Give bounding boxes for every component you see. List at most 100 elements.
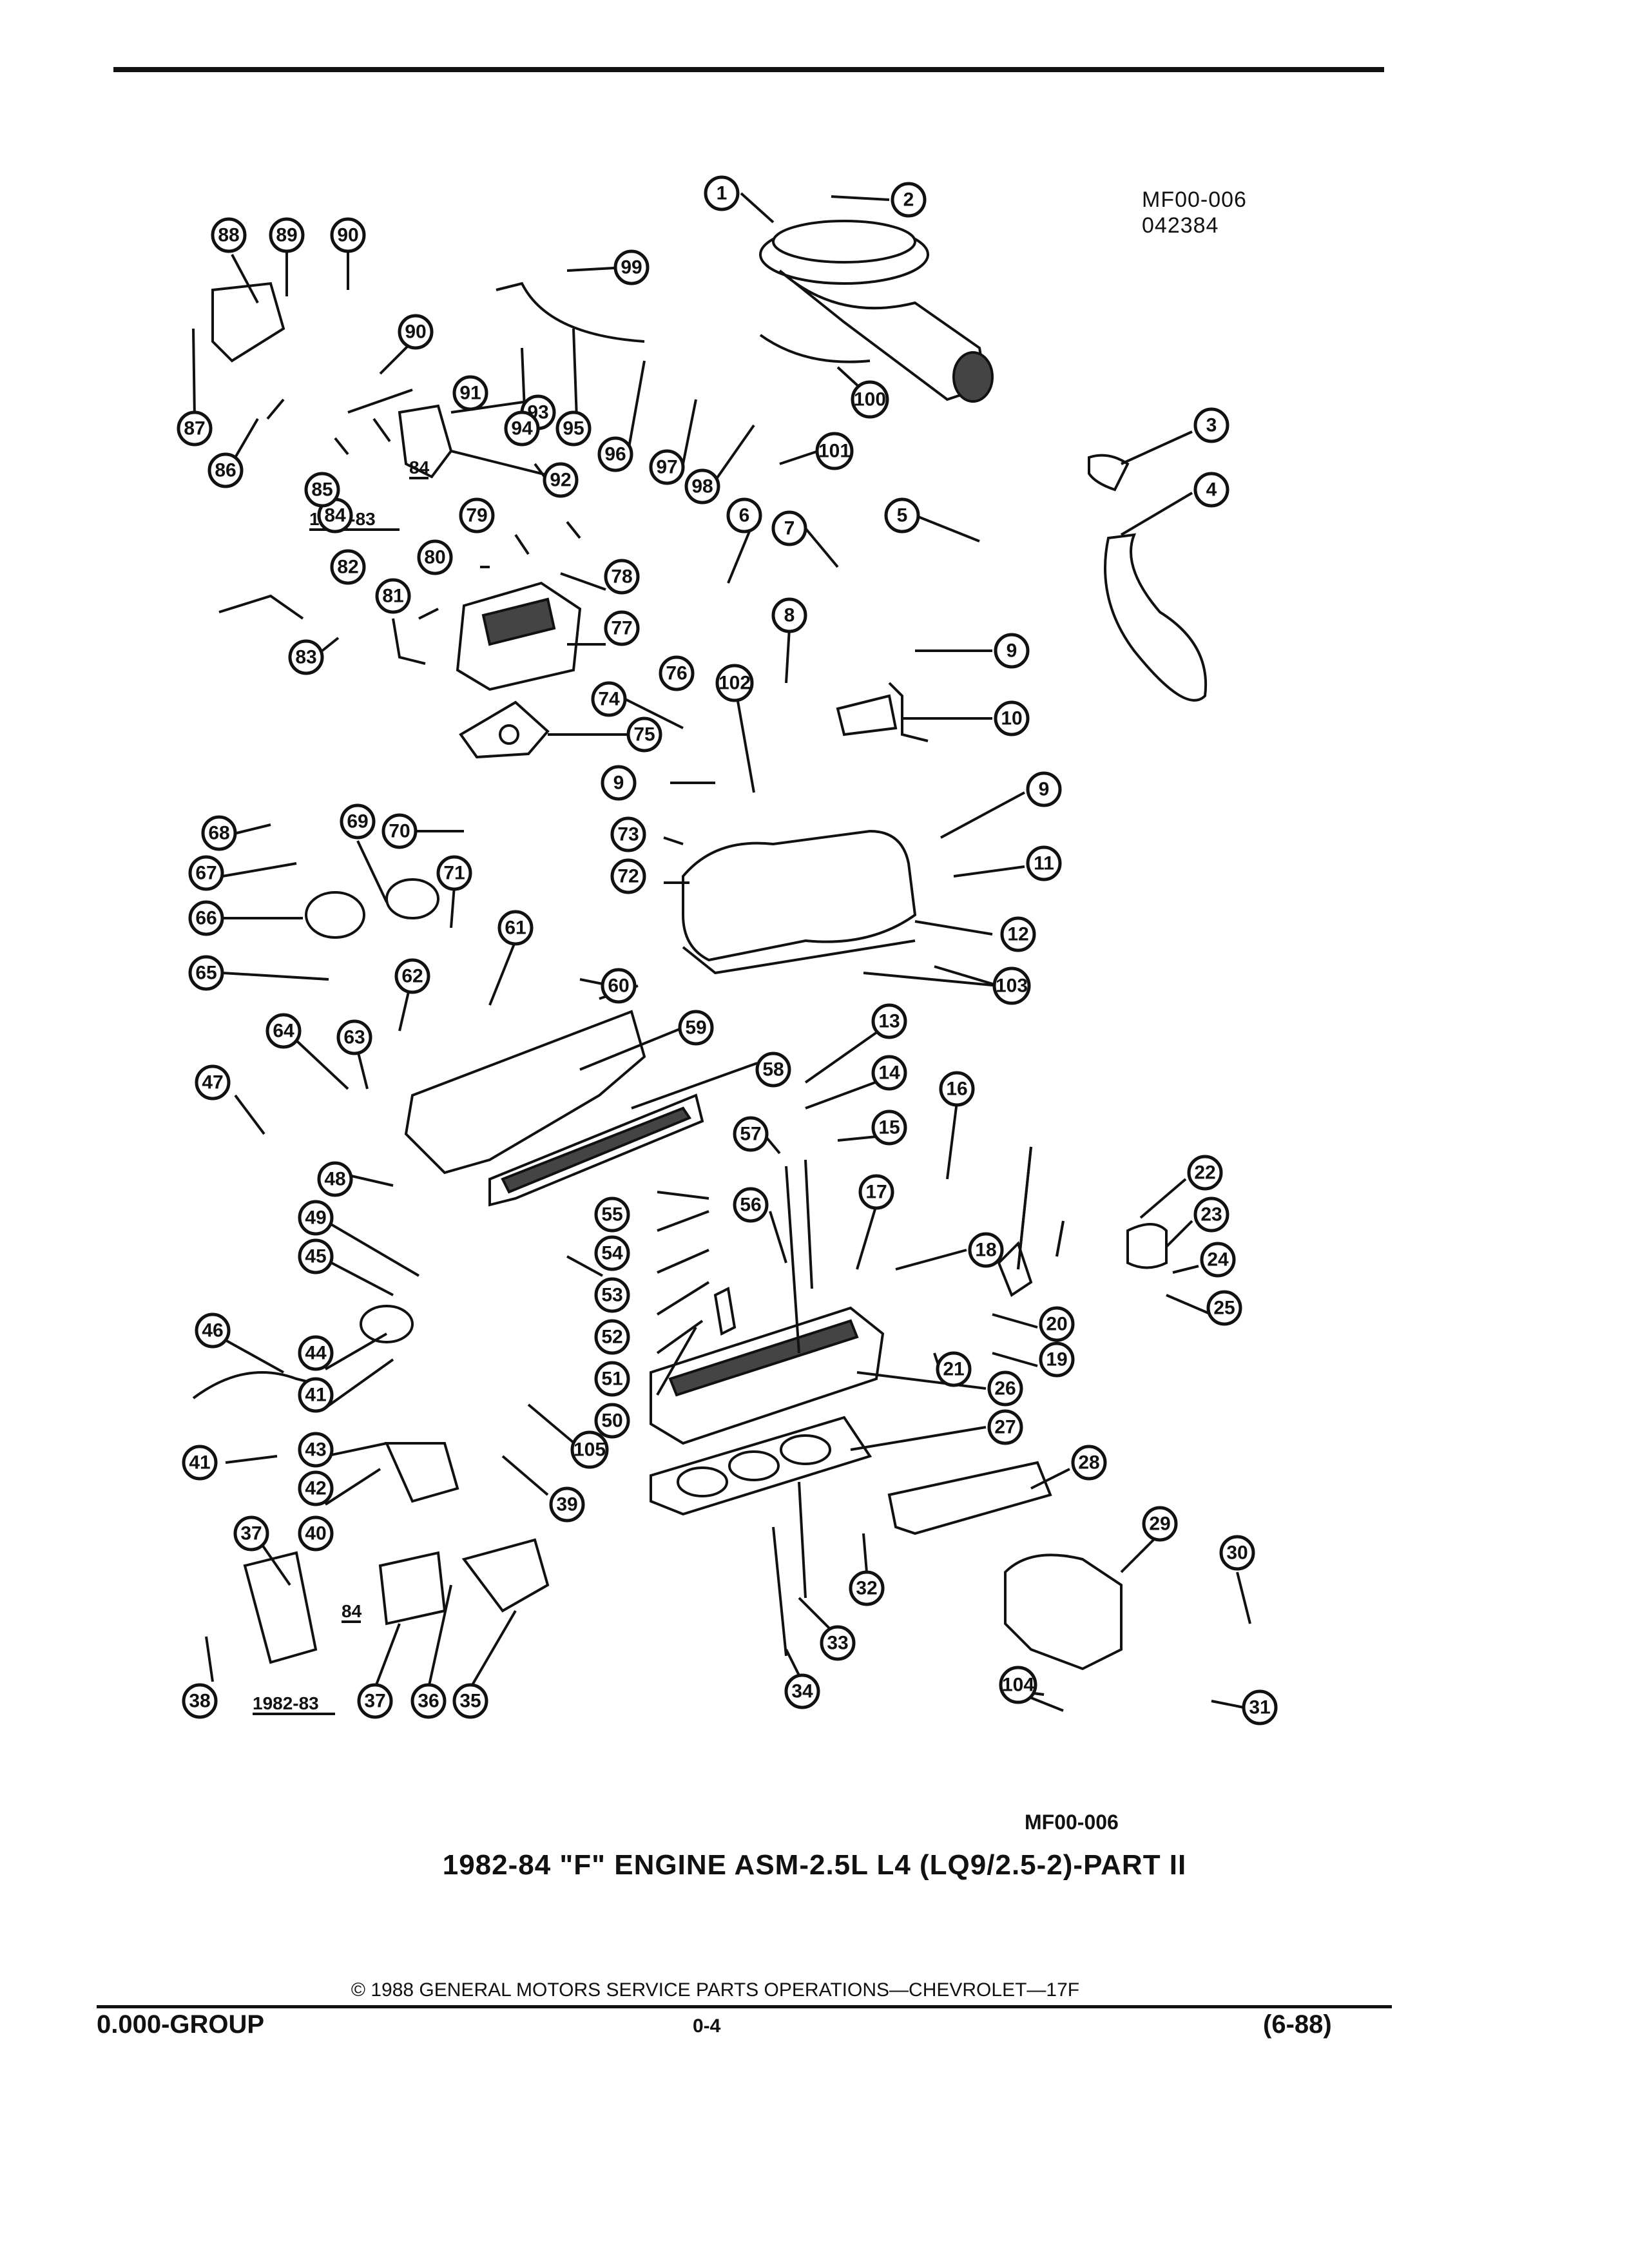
callout-60: 60 [601, 968, 637, 1004]
callout-number: 10 [1001, 708, 1022, 729]
callout-circle [715, 664, 754, 702]
callout-9: 9 [994, 633, 1030, 669]
callout-number: 104 [1002, 1675, 1034, 1696]
callout-number: 3 [1206, 415, 1217, 436]
footer-copyright: © 1988 GENERAL MOTORS SERVICE PARTS OPER… [329, 1979, 1102, 2001]
callout-number: 2 [903, 189, 914, 211]
callout-circle [601, 765, 637, 801]
callout-94: 94 [504, 410, 540, 447]
callout-19: 19 [1039, 1341, 1075, 1378]
callout-number: 37 [240, 1523, 262, 1544]
callout-number: 95 [563, 418, 584, 439]
year-note-84-bottom: 84 [342, 1601, 362, 1621]
callout-35: 35 [452, 1683, 488, 1719]
callout-number: 32 [856, 1578, 877, 1599]
callout-number: 86 [215, 460, 236, 481]
callout-number: 35 [459, 1691, 481, 1712]
callout-number: 60 [608, 975, 629, 997]
header-rule [113, 67, 1384, 72]
callout-number: 55 [601, 1204, 622, 1225]
callout-80: 80 [417, 539, 453, 575]
callout-number: 99 [621, 257, 642, 278]
callout-number: 17 [865, 1182, 887, 1203]
callout-10: 10 [994, 700, 1030, 736]
callout-circle [936, 1351, 972, 1387]
callout-circle [604, 559, 640, 595]
callout-number: 67 [195, 863, 217, 884]
callout-number: 97 [656, 457, 677, 478]
callout-circle [858, 1174, 894, 1210]
callout-circle [330, 217, 366, 253]
callout-26: 26 [987, 1370, 1023, 1407]
callout-29: 29 [1142, 1506, 1178, 1542]
footer-group: 0.000-GROUP [97, 2010, 265, 2039]
callout-13: 13 [871, 1003, 907, 1039]
intake-manifold [404, 1010, 704, 1207]
callout-number: 6 [739, 505, 750, 526]
callout-52: 52 [594, 1319, 630, 1355]
callout-number: 16 [946, 1079, 967, 1100]
callout-69: 69 [340, 803, 376, 840]
callout-37: 37 [233, 1515, 269, 1552]
callout-number: 18 [975, 1240, 996, 1261]
year-notes: 1982-83 84 84 1982-83 [253, 457, 430, 1715]
callout-circle [733, 1116, 769, 1152]
callout-number: 89 [276, 225, 297, 246]
callout-number: 76 [666, 663, 687, 684]
callout-number: 19 [1046, 1349, 1067, 1370]
callout-circle [594, 1235, 630, 1271]
callout-28: 28 [1071, 1445, 1107, 1481]
callout-circle [1193, 472, 1229, 508]
callout-number: 105 [574, 1439, 606, 1461]
callout-circle [452, 1683, 488, 1719]
callout-36: 36 [410, 1683, 447, 1719]
callout-number: 68 [208, 823, 229, 844]
callout-circle [733, 1187, 769, 1223]
figure-code: MF00-006 042384 [1142, 187, 1247, 238]
callout-59: 59 [678, 1010, 714, 1046]
callout-4: 4 [1193, 472, 1229, 508]
callout-number: 7 [784, 518, 795, 539]
callout-circle [1200, 1242, 1236, 1278]
callout-54: 54 [594, 1235, 630, 1271]
callout-number: 33 [827, 1633, 848, 1654]
callout-circle [968, 1232, 1004, 1268]
callout-circle [1026, 845, 1062, 881]
callout-42: 42 [298, 1470, 334, 1506]
year-note-84-top: 84 [409, 457, 430, 477]
callout-circle [613, 249, 650, 285]
callout-circle [601, 968, 637, 1004]
callout-circle [610, 816, 646, 852]
callout-circle [211, 217, 247, 253]
callout-57: 57 [733, 1116, 769, 1152]
callout-number: 79 [466, 505, 487, 526]
callout-number: 87 [184, 418, 205, 439]
callout-circle [987, 1370, 1023, 1407]
callout-circle [1039, 1306, 1075, 1342]
callout-32: 32 [849, 1570, 885, 1606]
callout-24: 24 [1200, 1242, 1236, 1278]
callout-number: 74 [598, 689, 620, 710]
callout-number: 46 [202, 1320, 223, 1341]
callout-circle [207, 452, 244, 488]
callout-circle [188, 855, 224, 891]
callout-25: 25 [1206, 1290, 1242, 1326]
callout-number: 22 [1194, 1162, 1215, 1184]
callout-circle [1026, 771, 1062, 807]
callout-number: 27 [994, 1417, 1016, 1438]
callout-100: 100 [851, 380, 889, 419]
callout-2: 2 [891, 182, 927, 218]
callout-circle [304, 472, 340, 508]
callout-number: 90 [405, 322, 426, 343]
callout-79: 79 [459, 497, 495, 533]
callout-9: 9 [601, 765, 637, 801]
callout-circle [784, 1673, 820, 1709]
callout-number: 25 [1213, 1298, 1235, 1319]
callout-86: 86 [207, 452, 244, 488]
callout-number: 81 [382, 586, 403, 607]
callout-89: 89 [269, 217, 305, 253]
footer-page-number: 0-4 [693, 2015, 721, 2037]
callout-58: 58 [755, 1052, 791, 1088]
callout-16: 16 [939, 1071, 975, 1107]
callout-circle [543, 462, 579, 498]
